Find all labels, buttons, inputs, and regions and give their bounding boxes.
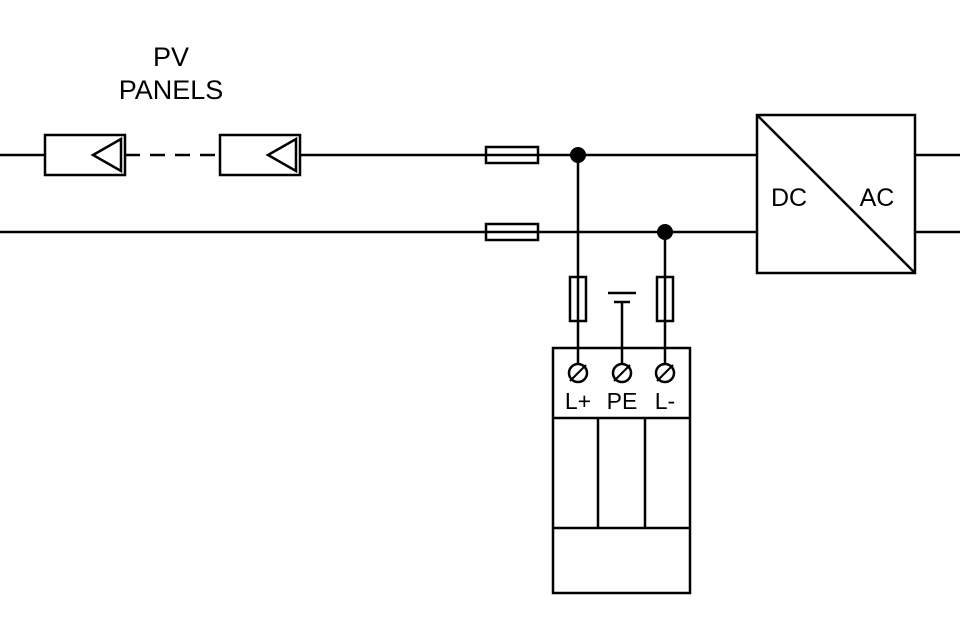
pv-title-line2: PANELS xyxy=(119,75,224,105)
screw-terminal-l-plus-icon xyxy=(567,362,589,384)
pv-module-1-icon xyxy=(43,133,127,177)
inverter-output-wires xyxy=(915,153,960,234)
pv-module-2-icon xyxy=(218,133,302,177)
junction-dot-negative xyxy=(657,224,673,240)
inverter-dc-label: DC xyxy=(771,184,807,212)
screw-terminal-pe-icon xyxy=(611,362,633,384)
fuse-top-line-icon xyxy=(484,145,540,165)
inverter-ac-label: AC xyxy=(860,184,895,212)
spd-box: L+ PE L- xyxy=(551,346,692,595)
terminal-label-l-plus: L+ xyxy=(565,388,591,414)
inverter-box: DC AC xyxy=(755,113,917,275)
junction-dot-positive xyxy=(570,147,586,163)
terminal-label-pe: PE xyxy=(607,388,638,414)
screw-terminal-l-minus-icon xyxy=(654,362,676,384)
terminal-label-l-minus: L- xyxy=(655,388,675,414)
pv-title-line1: PV xyxy=(153,42,189,72)
fuse-bottom-line-icon xyxy=(484,222,540,242)
ground-icon xyxy=(608,291,636,364)
inverter-diagonal xyxy=(756,114,916,274)
pv-panels-title: PV PANELS xyxy=(119,42,224,105)
